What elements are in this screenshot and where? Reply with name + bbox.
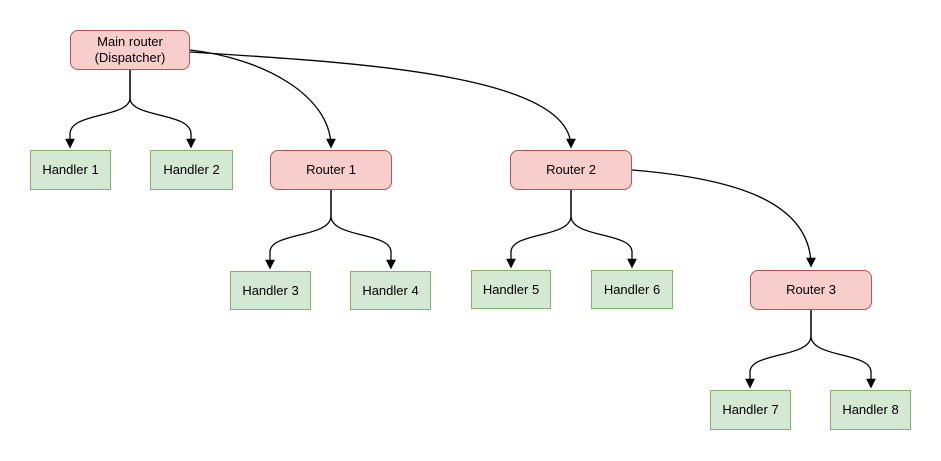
node-router-3: Router 3 bbox=[750, 270, 872, 310]
node-handler-7: Handler 7 bbox=[710, 390, 791, 430]
edge-main-router-to-handler-1 bbox=[65, 70, 131, 149]
node-handler-4: Handler 4 bbox=[350, 271, 431, 310]
edge-router-2-to-handler-5 bbox=[506, 190, 572, 269]
edge-router-2-to-router-3 bbox=[631, 169, 816, 268]
node-main-router: Main router (Dispatcher) bbox=[70, 30, 190, 70]
node-handler-1: Handler 1 bbox=[30, 150, 111, 190]
edge-router-3-to-handler-8 bbox=[810, 310, 876, 389]
node-handler-5: Handler 5 bbox=[471, 270, 551, 309]
node-router-2: Router 2 bbox=[510, 150, 632, 190]
edge-router-3-to-handler-7 bbox=[745, 310, 812, 389]
edge-main-router-to-router-1 bbox=[189, 49, 336, 149]
node-handler-3: Handler 3 bbox=[230, 271, 311, 310]
node-handler-6: Handler 6 bbox=[591, 270, 673, 309]
edge-router-1-to-handler-4 bbox=[330, 190, 396, 270]
edge-router-1-to-handler-3 bbox=[265, 190, 332, 270]
node-router-1: Router 1 bbox=[270, 150, 392, 190]
edge-main-router-to-handler-2 bbox=[129, 70, 196, 149]
node-handler-2: Handler 2 bbox=[150, 150, 233, 190]
node-handler-8: Handler 8 bbox=[830, 390, 911, 430]
edge-router-2-to-handler-6 bbox=[570, 190, 637, 269]
edge-main-router-to-router-2 bbox=[189, 51, 576, 149]
